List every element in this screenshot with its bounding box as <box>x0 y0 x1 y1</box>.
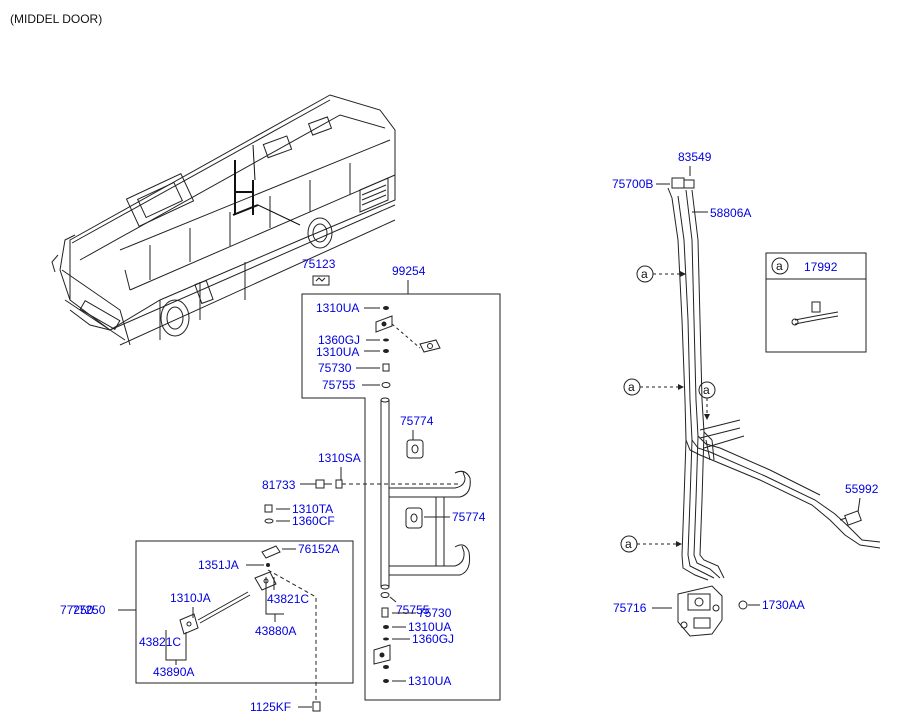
legend-box-17992: a <box>765 252 867 353</box>
page-title: (MIDDEL DOOR) <box>10 12 102 26</box>
bolt-81733-icon <box>315 479 343 489</box>
callout-a-3: a <box>698 381 716 420</box>
cable-tie-17992-icon <box>791 301 839 326</box>
part-75730-bot-label[interactable]: 75730 <box>418 606 452 620</box>
fitting-55992-icon <box>839 510 862 526</box>
valve-top-icon <box>419 339 441 353</box>
part-1360GJ-top-label[interactable]: 1360GJ <box>318 333 360 347</box>
part-1310UA-3-label[interactable]: 1310UA <box>408 620 451 634</box>
part-1310UA-2-label[interactable]: 1310UA <box>316 345 359 359</box>
bolt-1125KF-icon <box>312 701 321 712</box>
part-75716-label[interactable]: 75716 <box>613 601 647 615</box>
nut-1730AA-icon <box>738 600 748 610</box>
bolt-75730-icon <box>382 363 390 372</box>
part-1360CF-label[interactable]: 1360CF <box>292 514 335 528</box>
callout-a-4: a <box>620 535 682 553</box>
clip-75123-icon <box>312 275 330 286</box>
washer-1360GJ-icon <box>383 338 389 342</box>
callout-a-1: a <box>636 265 686 283</box>
part-75700B-label[interactable]: 75700B <box>612 177 653 191</box>
part-75774-b-label[interactable]: 75774 <box>452 510 486 524</box>
callout-a-4-text: a <box>625 537 632 551</box>
part-55992-label[interactable]: 55992 <box>845 482 879 496</box>
nut-1310UA-3-icon <box>383 625 389 629</box>
callout-a-1-text: a <box>641 267 648 281</box>
callout-a-3-text: a <box>703 383 710 397</box>
part-43890A-label[interactable]: 43890A <box>153 665 194 679</box>
nut-lower-icon <box>383 665 389 669</box>
part-1360GJ-bot-label[interactable]: 1360GJ <box>412 632 454 646</box>
bracket-lower-icon <box>373 644 391 665</box>
bushing-75755-icon <box>381 382 391 388</box>
part-43880A-label[interactable]: 43880A <box>255 624 296 638</box>
leader-75755-bot <box>389 596 397 603</box>
part-1310UA-bot-label[interactable]: 1310UA <box>408 674 451 688</box>
dash-valve-top <box>391 323 421 349</box>
bolt-75730-bot-icon <box>381 607 389 618</box>
bracket-76152A-icon <box>261 545 281 559</box>
clamp-75774-a-icon <box>406 439 424 459</box>
part-75755-top-label[interactable]: 75755 <box>322 378 356 392</box>
washer-1360CF-icon <box>264 518 274 524</box>
part-77250-label[interactable]: 77250 <box>60 603 94 617</box>
door-tube <box>380 397 471 590</box>
part-1125KF-label[interactable]: 1125KF <box>250 700 291 714</box>
clamp-75774-b-icon <box>405 507 423 529</box>
part-17992-label[interactable]: 17992 <box>804 260 838 274</box>
nut-1310TA-icon <box>264 504 273 513</box>
legend-a-text: a <box>776 259 783 273</box>
bushing-75755-bot-icon <box>380 592 390 598</box>
nut-1310UA-icon <box>383 306 389 310</box>
part-83549-label[interactable]: 83549 <box>678 150 712 164</box>
assembly-box-77250 <box>135 540 354 684</box>
part-76152A-label[interactable]: 76152A <box>298 542 339 556</box>
bracket-leader-43821C-r <box>265 577 284 615</box>
part-75730-top-label[interactable]: 75730 <box>318 361 352 375</box>
nut-1310UA-2-icon <box>383 349 389 353</box>
pin-1351JA-icon <box>266 563 270 567</box>
part-75123-label[interactable]: 75123 <box>302 257 336 271</box>
bus-illustration <box>51 94 396 346</box>
washer-1360GJ-bot-icon <box>383 637 389 641</box>
callout-a-2-text: a <box>628 380 635 394</box>
part-43821C-r-label[interactable]: 43821C <box>267 592 309 606</box>
part-99254-label[interactable]: 99254 <box>392 264 426 278</box>
air-hoses <box>671 189 881 581</box>
part-1310SA-label[interactable]: 1310SA <box>318 451 361 465</box>
bracket-upper-icon <box>375 315 393 333</box>
part-75774-a-label[interactable]: 75774 <box>400 414 434 428</box>
part-1351JA-label[interactable]: 1351JA <box>198 558 239 572</box>
callout-a-2: a <box>623 378 684 396</box>
part-1310UA-top-label[interactable]: 1310UA <box>316 301 359 315</box>
assembly-box-99254 <box>301 293 501 701</box>
connector-top-icon <box>667 177 695 199</box>
nut-1310UA-bot-icon <box>383 679 389 683</box>
part-1730AA-label[interactable]: 1730AA <box>762 598 805 612</box>
part-81733-label[interactable]: 81733 <box>262 478 296 492</box>
leader-55992 <box>857 497 861 513</box>
part-1310TA-label[interactable]: 1310TA <box>292 502 333 516</box>
part-1310JA-label[interactable]: 1310JA <box>170 591 211 605</box>
part-77250-overlap-label[interactable]: 77250 <box>72 603 106 617</box>
part-58806A-label[interactable]: 58806A <box>710 206 751 220</box>
part-43821C-l-label[interactable]: 43821C <box>139 635 181 649</box>
bus-door-piping <box>232 144 301 226</box>
valve-75716-icon <box>677 585 723 637</box>
